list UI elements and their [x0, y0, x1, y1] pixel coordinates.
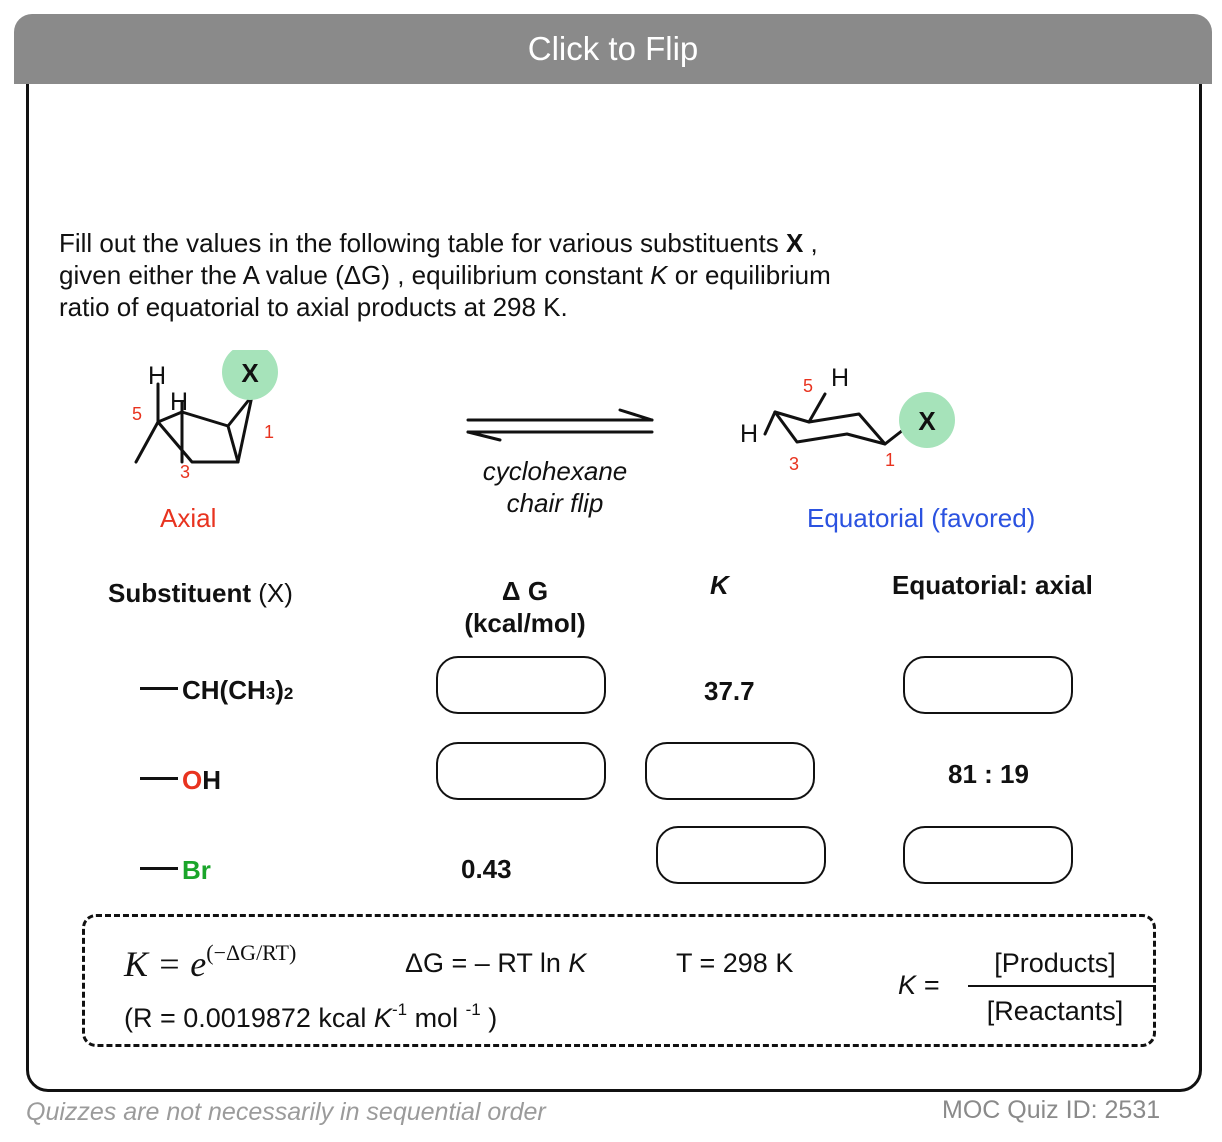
axial-h-label-1: H [148, 362, 166, 390]
equatorial-num-1: 1 [885, 450, 895, 470]
bond-dash [140, 867, 178, 870]
answer-input-ratio-bromine[interactable] [903, 826, 1073, 884]
formula-k-ratio-lhs: K = [898, 970, 940, 1000]
substituent-bromine: Br [140, 855, 211, 886]
formula-reactants: [Reactants] [986, 996, 1124, 1026]
flip-label: Click to Flip [527, 30, 699, 67]
bond-dash [140, 777, 178, 780]
instructions-line-2: given either the A value (ΔG) , equilibr… [59, 260, 831, 290]
instructions: Fill out the values in the following tab… [59, 227, 979, 323]
given-k-isopropyl: 37.7 [704, 676, 755, 706]
equatorial-num-3: 3 [789, 454, 799, 474]
equilibrium-arrows-icon [466, 408, 654, 442]
formula-gas-constant: (R = 0.0019872 kcal K-1 mol -1 ) [124, 1000, 498, 1033]
axial-num-5: 5 [132, 404, 142, 424]
click-to-flip-button[interactable]: Click to Flip [14, 14, 1212, 84]
formula-delta-g: ΔG = – RT ln K [405, 948, 587, 978]
axial-x-label: X [241, 358, 259, 388]
answer-input-ratio-isopropyl[interactable] [903, 656, 1073, 714]
formula-products: [Products] [994, 948, 1116, 978]
formula-k-exponential: K = e(−ΔG/RT) [124, 940, 297, 984]
answer-input-dg-isopropyl[interactable] [436, 656, 606, 714]
header-delta-g: Δ G (kcal/mol) [464, 576, 586, 638]
answer-input-k-hydroxyl[interactable] [645, 742, 815, 800]
equatorial-chair-structure: X H H 5 1 3 [740, 364, 955, 474]
axial-num-1: 1 [264, 422, 274, 442]
equatorial-h-label-1: H [831, 364, 849, 392]
equatorial-label: Equatorial (favored) [807, 503, 1036, 533]
answer-input-k-bromine[interactable] [656, 826, 826, 884]
given-ratio-hydroxyl: 81 : 19 [948, 759, 1029, 789]
quiz-id: MOC Quiz ID: 2531 [942, 1096, 1161, 1124]
bond-dash [140, 687, 178, 690]
axial-num-3: 3 [180, 462, 190, 482]
fraction-bar [968, 985, 1156, 987]
axial-h-label-2: H [170, 388, 188, 416]
answer-input-dg-hydroxyl[interactable] [436, 742, 606, 800]
footer-note: Quizzes are not necessarily in sequentia… [26, 1098, 546, 1126]
header-substituent: Substituent (X) [108, 578, 293, 608]
formula-temperature: T = 298 K [676, 948, 794, 978]
equatorial-num-5: 5 [803, 376, 813, 396]
given-dg-bromine: 0.43 [461, 854, 512, 884]
formula-reference-box [82, 914, 1156, 1047]
header-equatorial-axial: Equatorial: axial [892, 570, 1093, 600]
axial-label: Axial [160, 503, 217, 533]
axial-chair-structure: X H H 5 1 3 [132, 350, 278, 482]
equatorial-x-label: X [918, 406, 936, 436]
instructions-line-3: ratio of equatorial to axial products at… [59, 292, 568, 322]
instructions-line-1: Fill out the values in the following tab… [59, 228, 818, 258]
equatorial-h-label-2: H [740, 420, 758, 448]
chair-flip-caption: cyclohexane chair flip [482, 456, 628, 518]
header-k: K [710, 570, 729, 600]
